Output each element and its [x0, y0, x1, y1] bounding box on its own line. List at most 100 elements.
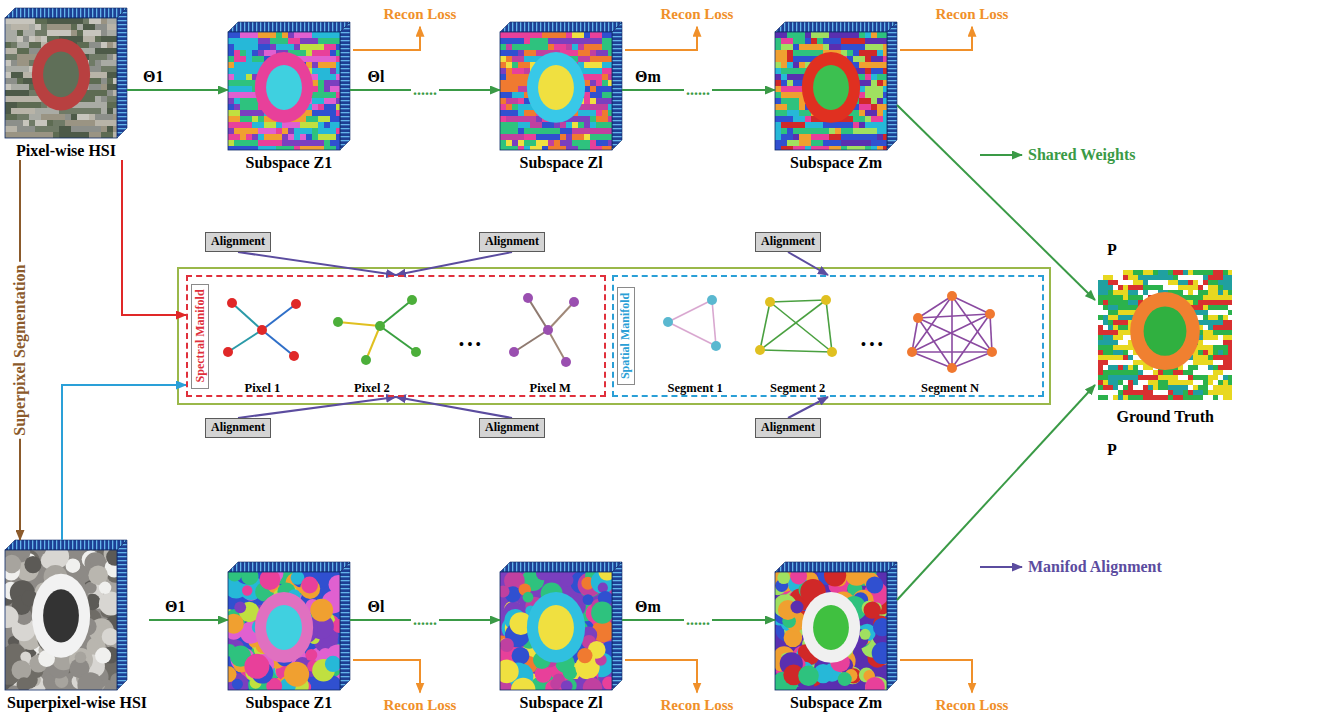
image-pixel — [282, 140, 288, 146]
image-pixel — [805, 122, 811, 128]
image-pixel — [530, 50, 536, 56]
image-pixel — [877, 68, 883, 74]
image-pixel — [35, 126, 41, 132]
image-pixel — [524, 146, 530, 150]
image-pixel — [300, 134, 306, 140]
image-pixel — [781, 50, 787, 56]
image-pixel — [787, 92, 793, 98]
image-pixel — [228, 32, 234, 38]
image-pixel — [288, 146, 294, 150]
image-pixel — [793, 146, 799, 150]
image-pixel — [240, 146, 246, 150]
image-pixel — [847, 134, 853, 140]
image-pixel — [336, 68, 340, 74]
image-pixel — [518, 38, 524, 44]
image-pixel — [240, 50, 246, 56]
image-pixel — [17, 42, 23, 48]
image-pixel — [793, 32, 799, 38]
image-pixel — [29, 108, 35, 114]
image-pixel — [270, 134, 276, 140]
image-pixel — [566, 146, 572, 150]
hsi-cube — [500, 22, 622, 152]
image-pixel — [35, 108, 41, 114]
image-pixel — [847, 50, 853, 56]
image-pixel — [318, 128, 324, 134]
image-pixel — [823, 38, 829, 44]
image-pixel — [318, 86, 324, 92]
image-pixel — [554, 146, 560, 150]
image-pixel — [324, 128, 330, 134]
image-pixel — [83, 42, 89, 48]
stadium-ring — [255, 592, 313, 663]
image-face — [775, 32, 887, 150]
image-pixel — [234, 32, 240, 38]
image-pixel — [787, 104, 793, 110]
image-pixel — [823, 122, 829, 128]
image-pixel — [602, 74, 608, 80]
image-pixel — [89, 60, 95, 66]
image-pixel — [530, 128, 536, 134]
image-pixel — [506, 44, 512, 50]
image-pixel — [506, 56, 512, 62]
image-pixel — [590, 56, 596, 62]
image-pixel — [294, 146, 300, 150]
image-pixel — [787, 32, 793, 38]
image-pixel — [578, 146, 584, 150]
stadium-ring — [32, 574, 90, 658]
image-pixel — [294, 38, 300, 44]
image-pixel — [107, 42, 113, 48]
image-pixel — [312, 32, 318, 38]
image-pixel — [240, 116, 246, 122]
image-pixel — [775, 62, 781, 68]
image-pixel — [853, 56, 859, 62]
image-pixel — [602, 110, 608, 116]
image-pixel — [318, 104, 324, 110]
image-pixel — [312, 50, 318, 56]
graph-vertex — [361, 355, 371, 365]
superpixel-blob — [77, 672, 102, 690]
image-pixel — [29, 36, 35, 42]
image-pixel — [113, 90, 117, 96]
image-pixel — [17, 78, 23, 84]
image-pixel — [608, 50, 612, 56]
image-pixel — [252, 122, 258, 128]
image-pixel — [228, 86, 234, 92]
image-pixel — [312, 104, 318, 110]
graph-edge — [712, 300, 716, 346]
image-pixel — [829, 44, 835, 50]
image-pixel — [107, 24, 113, 30]
superpixel-blob — [17, 677, 31, 690]
image-pixel — [853, 140, 859, 146]
image-pixel — [542, 146, 548, 150]
image-face — [500, 572, 612, 690]
image-pixel — [859, 62, 865, 68]
image-pixel — [324, 32, 330, 38]
superpixel-blob — [284, 662, 309, 687]
image-pixel — [584, 140, 590, 146]
image-pixel — [871, 140, 877, 146]
image-pixel — [101, 84, 107, 90]
image-pixel — [524, 134, 530, 140]
image-pixel — [799, 44, 805, 50]
cube-front-outline — [5, 550, 117, 690]
image-pixel — [602, 92, 608, 98]
image-pixel — [306, 116, 312, 122]
image-pixel — [77, 126, 83, 132]
image-pixel — [228, 110, 234, 116]
image-pixel — [883, 62, 887, 68]
image-face — [228, 32, 340, 150]
image-pixel — [518, 92, 524, 98]
image-pixel — [584, 50, 590, 56]
cube-top-face — [228, 562, 350, 572]
image-pixel — [817, 44, 823, 50]
image-pixel — [89, 24, 95, 30]
image-pixel — [506, 50, 512, 56]
image-pixel — [11, 36, 17, 42]
image-pixel — [512, 134, 518, 140]
image-pixel — [841, 146, 847, 150]
image-pixel — [865, 32, 871, 38]
image-pixel — [312, 68, 318, 74]
image-pixel — [572, 38, 578, 44]
image-pixel — [883, 116, 887, 122]
image-pixel — [853, 128, 859, 134]
